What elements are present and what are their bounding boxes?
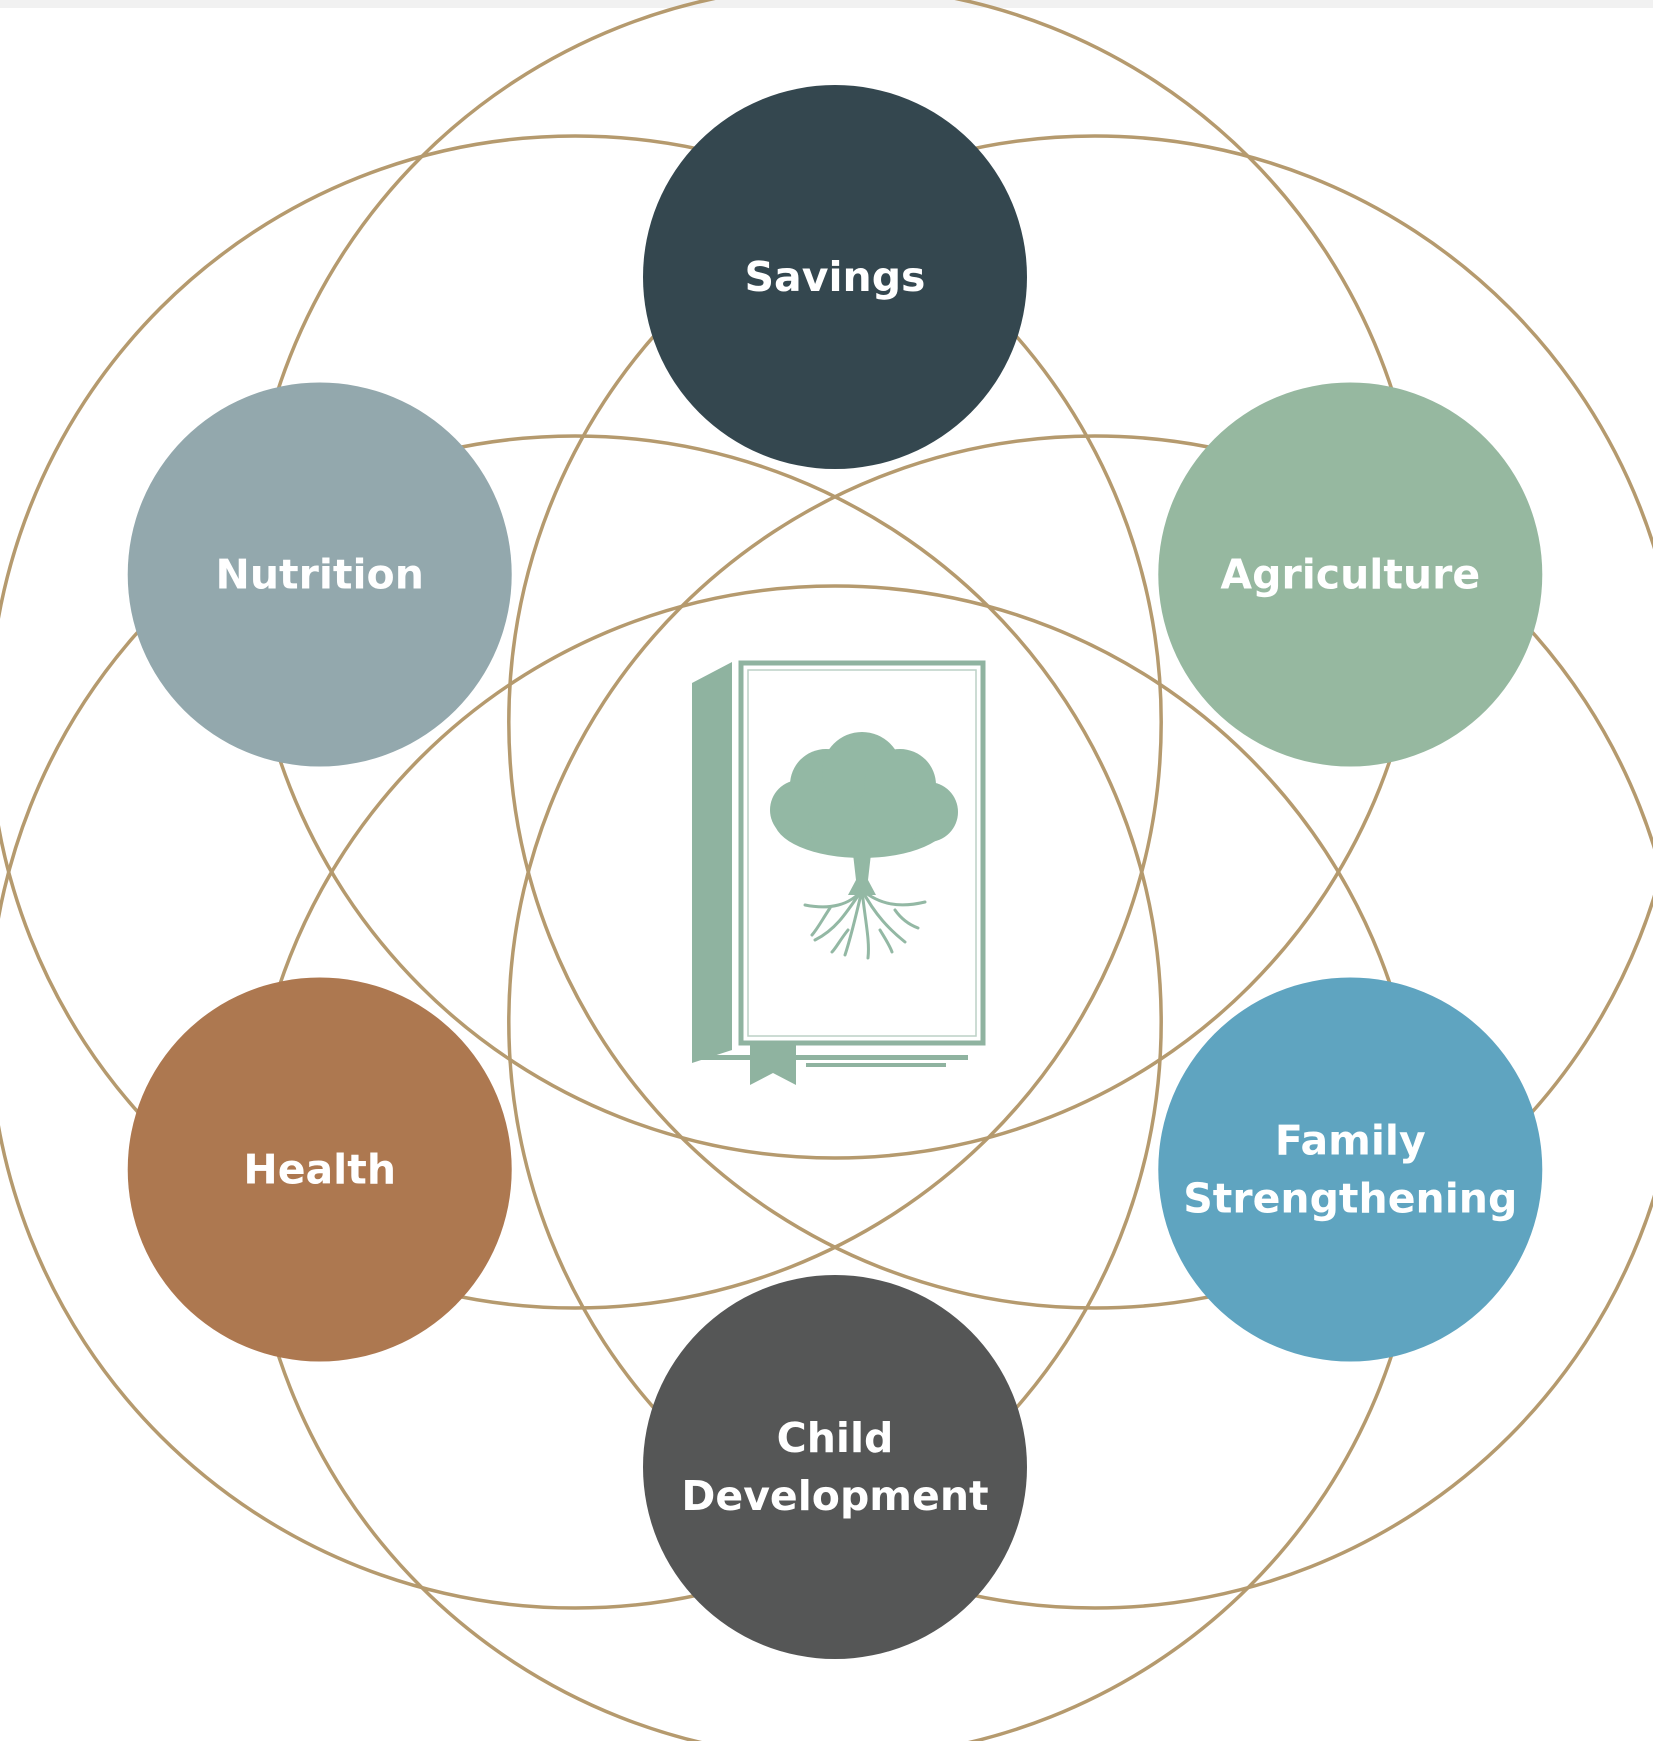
topic-circle-agriculture [1158,382,1543,767]
topic-label-family-strengthening-line-1: Family [1275,1117,1426,1165]
topic-node-savings: Savings [643,85,1027,469]
ring-6 [0,134,1163,1310]
topic-label-child-development-line-1: Child [777,1414,894,1462]
topic-circle-nutrition [127,382,512,767]
topic-label-health: Health [243,1146,396,1194]
tree-roots [803,888,927,960]
bookmark-ribbon [750,1043,796,1085]
topic-label-family-strengthening-line-2: Strengthening [1183,1175,1517,1223]
ring-2 [507,134,1653,1310]
topic-label-savings: Savings [745,253,926,301]
topic-circle-savings [643,85,1027,469]
topic-circle-health [127,977,512,1362]
topic-circle-family-strengthening [1158,977,1543,1362]
topic-node-agriculture: Agriculture [1158,382,1543,767]
topic-node-health: Health [127,977,512,1362]
topic-nodes: SavingsAgricultureFamilyStrengtheningChi… [127,85,1543,1659]
topic-label-agriculture: Agriculture [1220,551,1480,599]
book-with-tree-icon [692,660,986,1085]
book-page-edge-2 [806,1063,946,1067]
book-page-edge [700,1055,968,1060]
book-spine [692,662,732,1063]
topic-label-nutrition: Nutrition [216,551,424,599]
ring-5 [0,434,1163,1610]
top-strip [0,0,1653,8]
topic-node-nutrition: Nutrition [127,382,512,767]
book-cover-inner [747,669,977,1037]
topic-label-child-development-line-2: Development [681,1472,988,1520]
ring-3 [507,434,1653,1610]
tree-icon [770,732,958,895]
topic-circle-child-development [643,1275,1027,1659]
